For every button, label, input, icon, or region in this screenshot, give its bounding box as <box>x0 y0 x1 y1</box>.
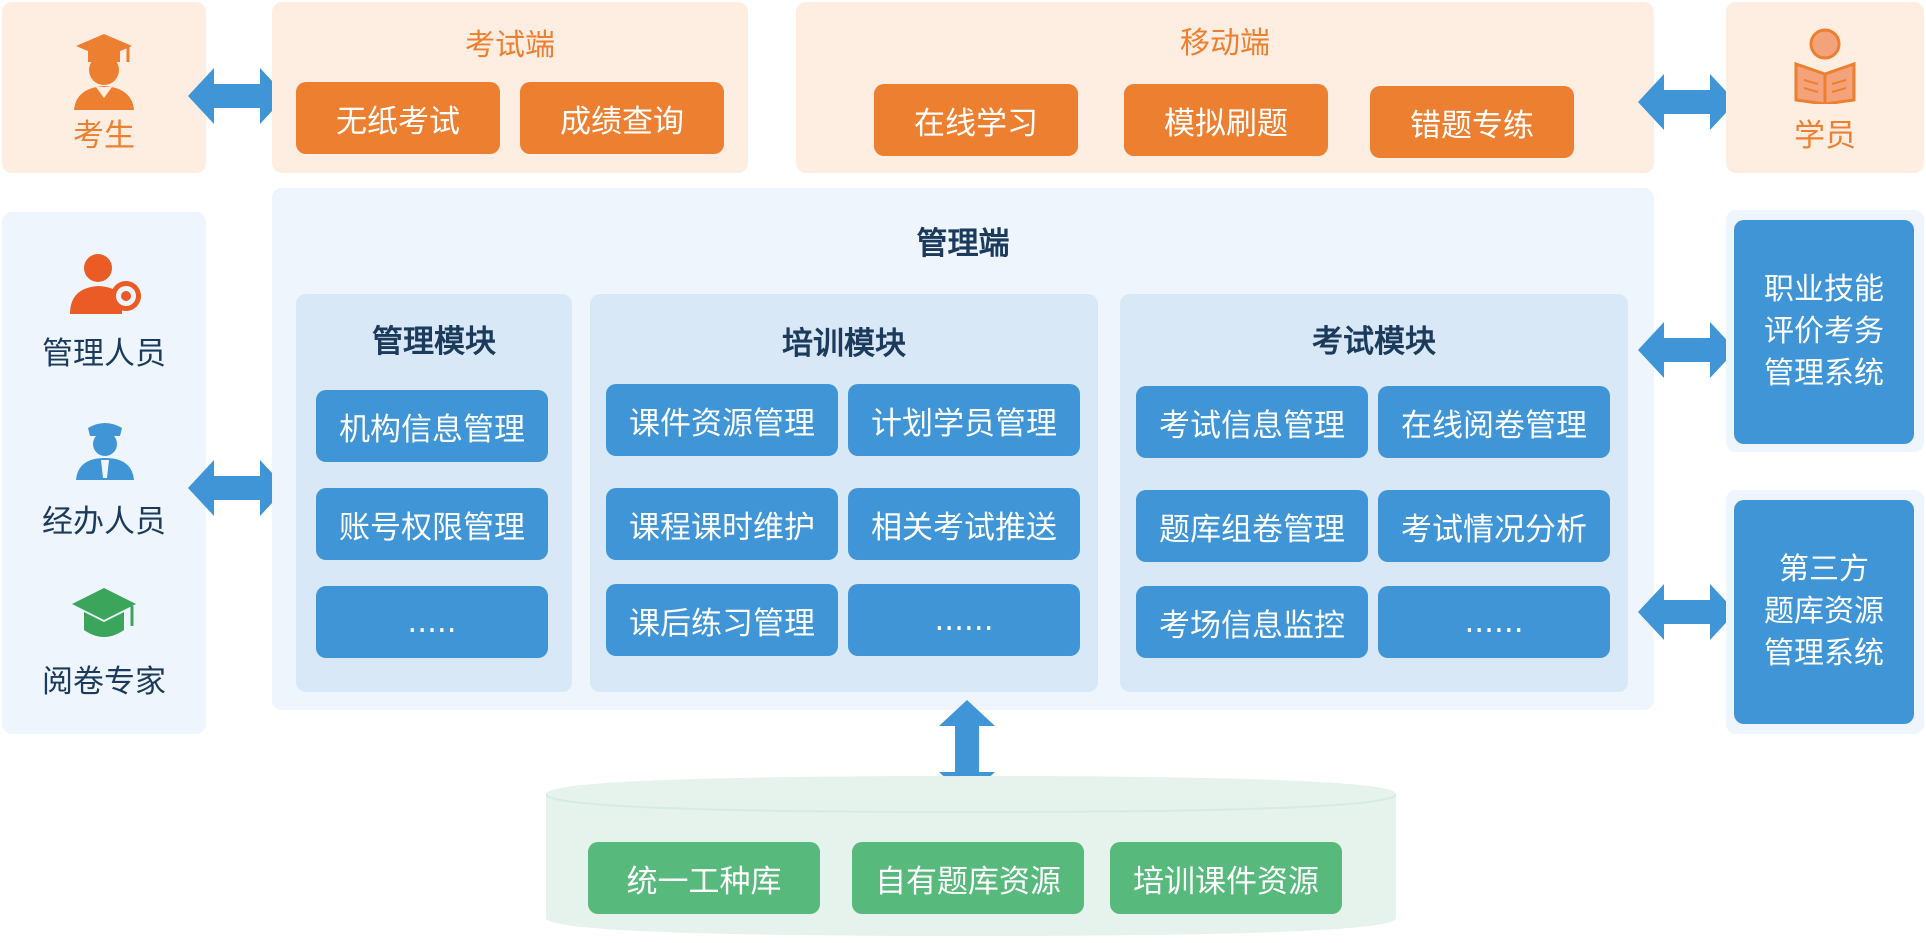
exam-client-panel: 考试端 无纸考试 成绩查询 <box>272 2 748 173</box>
vocational-line-2: 评价考务 <box>1764 314 1884 349</box>
courseware-resource-button[interactable]: 课件资源管理 <box>606 384 838 456</box>
exam-analysis-button[interactable]: 考试情况分析 <box>1378 490 1610 562</box>
account-permission-button[interactable]: 账号权限管理 <box>316 488 548 560</box>
thirdparty-line-3: 管理系统 <box>1764 636 1884 671</box>
vocational-line-3: 管理系统 <box>1764 356 1884 391</box>
exam-info-button[interactable]: 考试信息管理 <box>1136 386 1368 458</box>
unified-job-library-button[interactable]: 统一工种库 <box>588 842 820 914</box>
student-exam-arrow <box>188 64 286 128</box>
student-role-panel: 考生 <box>2 2 206 173</box>
exam-push-button[interactable]: 相关考试推送 <box>848 488 1080 560</box>
training-module: 培训模块 课件资源管理 计划学员管理 课程课时维护 相关考试推送 课后练习管理 … <box>590 294 1098 692</box>
officer-staff-label: 经办人员 <box>42 504 166 540</box>
exam-room-monitor-button[interactable]: 考场信息监控 <box>1136 586 1368 658</box>
course-hours-button[interactable]: 课程课时维护 <box>606 488 838 560</box>
grad-cap-icon <box>70 586 138 642</box>
training-module-title: 培训模块 <box>782 326 906 362</box>
after-class-practice-button[interactable]: 课后练习管理 <box>606 584 838 656</box>
wrong-question-button[interactable]: 错题专练 <box>1370 86 1574 158</box>
own-question-bank-button[interactable]: 自有题库资源 <box>852 842 1084 914</box>
mobile-client-panel: 移动端 在线学习 模拟刷题 错题专练 <box>796 2 1654 173</box>
admin-database-arrow <box>935 700 999 798</box>
mock-practice-button[interactable]: 模拟刷题 <box>1124 84 1328 156</box>
thirdparty-system-box[interactable]: 第三方 题库资源 管理系统 <box>1734 500 1914 724</box>
vocational-line-1: 职业技能 <box>1764 272 1884 307</box>
plan-learner-button[interactable]: 计划学员管理 <box>848 384 1080 456</box>
score-query-button[interactable]: 成绩查询 <box>520 82 724 154</box>
exam-module-title: 考试模块 <box>1312 324 1436 360</box>
officer-icon <box>74 418 136 480</box>
online-learning-button[interactable]: 在线学习 <box>874 84 1078 156</box>
graduate-icon <box>70 32 138 110</box>
learner-role-panel: 学员 <box>1726 2 1924 173</box>
admin-vocational-arrow <box>1638 318 1736 382</box>
vocational-system-box[interactable]: 职业技能 评价考务 管理系统 <box>1734 220 1914 444</box>
online-grading-button[interactable]: 在线阅卷管理 <box>1378 386 1610 458</box>
reader-icon <box>1792 28 1858 104</box>
thirdparty-system-panel: 第三方 题库资源 管理系统 <box>1726 490 1924 734</box>
exam-module: 考试模块 考试信息管理 在线阅卷管理 题库组卷管理 考试情况分析 考场信息监控 … <box>1120 294 1628 692</box>
management-module-title: 管理模块 <box>372 324 496 360</box>
question-bank-button[interactable]: 题库组卷管理 <box>1136 490 1368 562</box>
exam-more-button[interactable]: ...... <box>1378 586 1610 658</box>
admin-client-title: 管理端 <box>916 226 1010 262</box>
thirdparty-line-1: 第三方 <box>1779 552 1869 587</box>
thirdparty-line-2: 题库资源 <box>1764 594 1884 629</box>
vocational-system-panel: 职业技能 评价考务 管理系统 <box>1726 210 1924 452</box>
admin-staff-label: 管理人员 <box>42 336 166 372</box>
training-more-button[interactable]: ...... <box>848 584 1080 656</box>
student-label: 考生 <box>73 118 135 154</box>
training-courseware-button[interactable]: 培训课件资源 <box>1110 842 1342 914</box>
paperless-exam-button[interactable]: 无纸考试 <box>296 82 500 154</box>
grading-expert-label: 阅卷专家 <box>42 664 166 700</box>
learner-label: 学员 <box>1794 118 1856 154</box>
exam-client-title: 考试端 <box>465 28 555 63</box>
mobile-learner-arrow <box>1638 70 1736 134</box>
management-module: 管理模块 机构信息管理 账号权限管理 ..... <box>296 294 572 692</box>
org-info-button[interactable]: 机构信息管理 <box>316 390 548 462</box>
admin-gear-icon <box>68 252 144 314</box>
roles-admin-arrow <box>188 456 286 520</box>
mobile-client-title: 移动端 <box>1180 26 1270 61</box>
admin-thirdparty-arrow <box>1638 580 1736 644</box>
management-more-button[interactable]: ..... <box>316 586 548 658</box>
left-roles-panel: 管理人员 经办人员 阅卷专家 <box>2 212 206 734</box>
admin-client-panel: 管理端 管理模块 机构信息管理 账号权限管理 ..... 培训模块 课件资源管理… <box>272 188 1654 710</box>
